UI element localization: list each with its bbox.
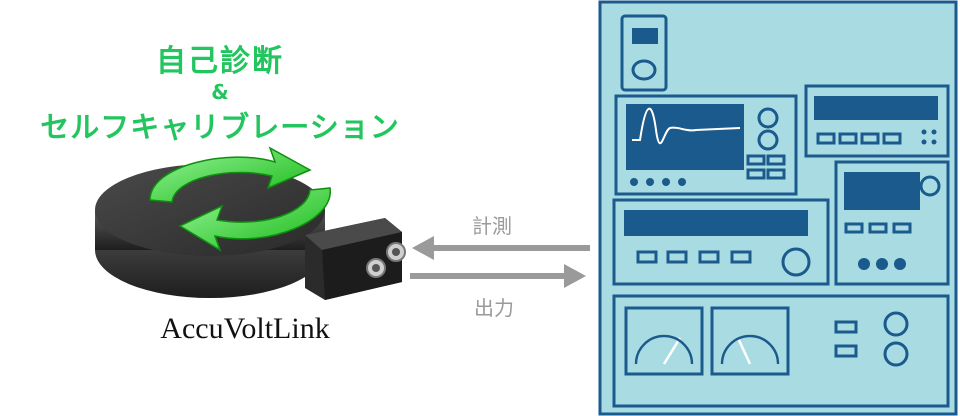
heading-ampersand: &: [211, 80, 229, 104]
rotate-arrows-icon: [149, 146, 331, 252]
label-measure: 計測: [472, 214, 512, 238]
label-output: 出力: [474, 296, 514, 320]
output-arrow: [410, 264, 586, 288]
data-flow-arrows: [410, 236, 590, 288]
heading-self-diagnosis: 自己診断: [156, 44, 284, 79]
measure-arrow: [412, 236, 590, 260]
oscilloscope-wave-icon: [632, 107, 741, 145]
device-icon: [95, 146, 406, 300]
instrument-rack-icon: [598, 0, 958, 416]
heading-self-calibration: セルフキャリブレーション: [40, 110, 400, 144]
device-name: AccuVoltLink: [160, 312, 330, 345]
